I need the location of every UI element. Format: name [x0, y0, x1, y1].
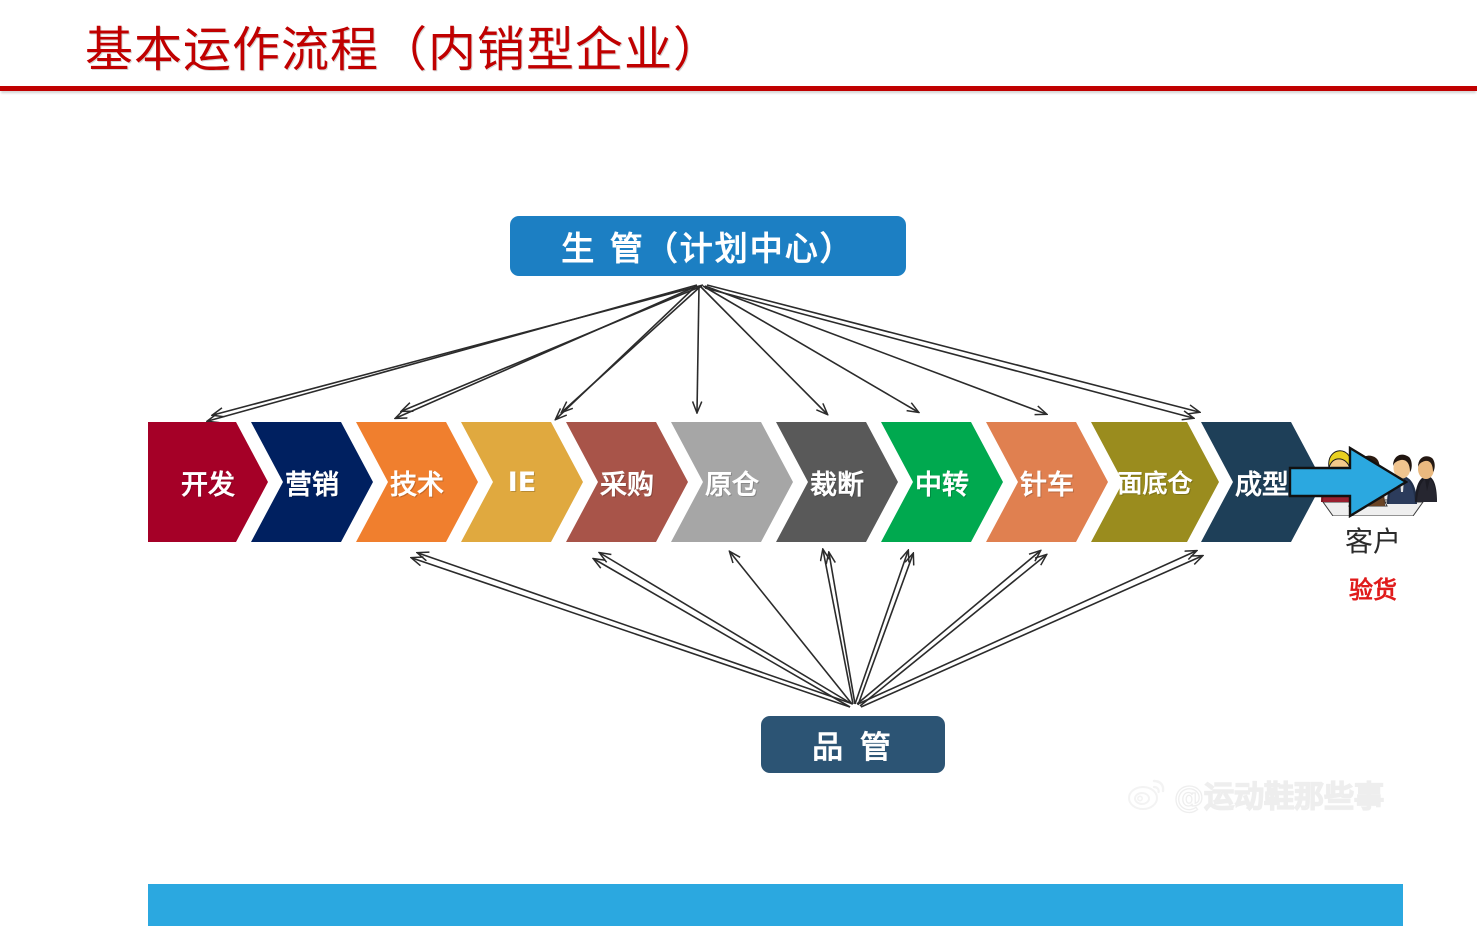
- process-step-9[interactable]: 针车: [986, 422, 1108, 542]
- process-step-4-label: IE: [507, 466, 537, 498]
- process-step-5-label: 采购: [600, 469, 654, 501]
- process-step-2-label: 营销: [285, 469, 339, 501]
- process-step-8-shape: [881, 422, 1003, 542]
- process-step-11-label: 成型: [1235, 469, 1289, 501]
- weibo-logo-icon: [1128, 779, 1165, 810]
- final-arrow-to-customer: [1288, 446, 1408, 518]
- process-step-10[interactable]: 面底仓: [1091, 422, 1219, 542]
- process-step-3[interactable]: 技术: [356, 422, 478, 542]
- process-step-1-label: 开发: [181, 469, 235, 501]
- process-step-8[interactable]: 中转: [881, 422, 1003, 542]
- customer-inspection-label: 验货: [1349, 576, 1397, 604]
- process-step-6[interactable]: 原仓: [671, 422, 793, 542]
- title-underline-rule: [0, 86, 1477, 91]
- process-chevron-band: 开发 营销 技术 IE 采购: [148, 422, 1408, 926]
- quality-control-box[interactable]: 品 管: [761, 716, 945, 773]
- process-step-5[interactable]: 采购: [566, 422, 688, 542]
- process-step-3-label: 技术: [390, 469, 444, 501]
- weibo-watermark: @运动鞋那些事: [1128, 772, 1385, 816]
- plan-center-arrow-fan: [208, 284, 1199, 421]
- process-step-9-shape: [986, 422, 1108, 542]
- process-step-9-label: 针车: [1020, 469, 1074, 501]
- process-step-10-shape: [1091, 422, 1219, 542]
- customer-label: 客户: [1344, 525, 1401, 558]
- process-step-5-shape: [566, 422, 688, 542]
- process-step-7[interactable]: 裁断: [776, 422, 898, 542]
- process-step-2-shape: [251, 422, 373, 542]
- process-step-1-shape: [148, 422, 268, 542]
- process-step-11-shape: [1201, 422, 1323, 542]
- process-step-4[interactable]: IE: [461, 422, 583, 542]
- process-step-2[interactable]: 营销: [251, 422, 373, 542]
- connector-band: [148, 884, 1403, 926]
- process-step-7-shape: [776, 422, 898, 542]
- process-step-6-label: 原仓: [705, 469, 759, 501]
- quality-control-arrow-fan: [412, 550, 1202, 708]
- plan-center-box[interactable]: 生 管（计划中心）: [510, 216, 906, 276]
- plan-center-label: 生 管（计划中心）: [561, 229, 855, 268]
- process-step-4-shape: [461, 422, 583, 542]
- slide-canvas: 基本运作流程（内销型企业） 生 管（计划中心） 品 管: [0, 23, 1477, 926]
- quality-control-label: 品 管: [812, 730, 894, 766]
- process-step-3-shape: [356, 422, 478, 542]
- process-step-6-shape: [671, 422, 793, 542]
- page-title-text: 基本运作流程（内销型企业）: [85, 22, 723, 78]
- process-step-8-label: 中转: [915, 469, 969, 501]
- process-step-10-label: 面底仓: [1117, 469, 1193, 498]
- weibo-handle-text: @运动鞋那些事: [1173, 779, 1384, 815]
- process-step-7-label: 裁断: [810, 469, 864, 501]
- process-step-1[interactable]: 开发: [148, 422, 268, 542]
- page-title: 基本运作流程（内销型企业）: [85, 24, 722, 77]
- connector-arrows-layer: [0, 284, 1477, 708]
- process-step-11[interactable]: 成型: [1201, 422, 1323, 542]
